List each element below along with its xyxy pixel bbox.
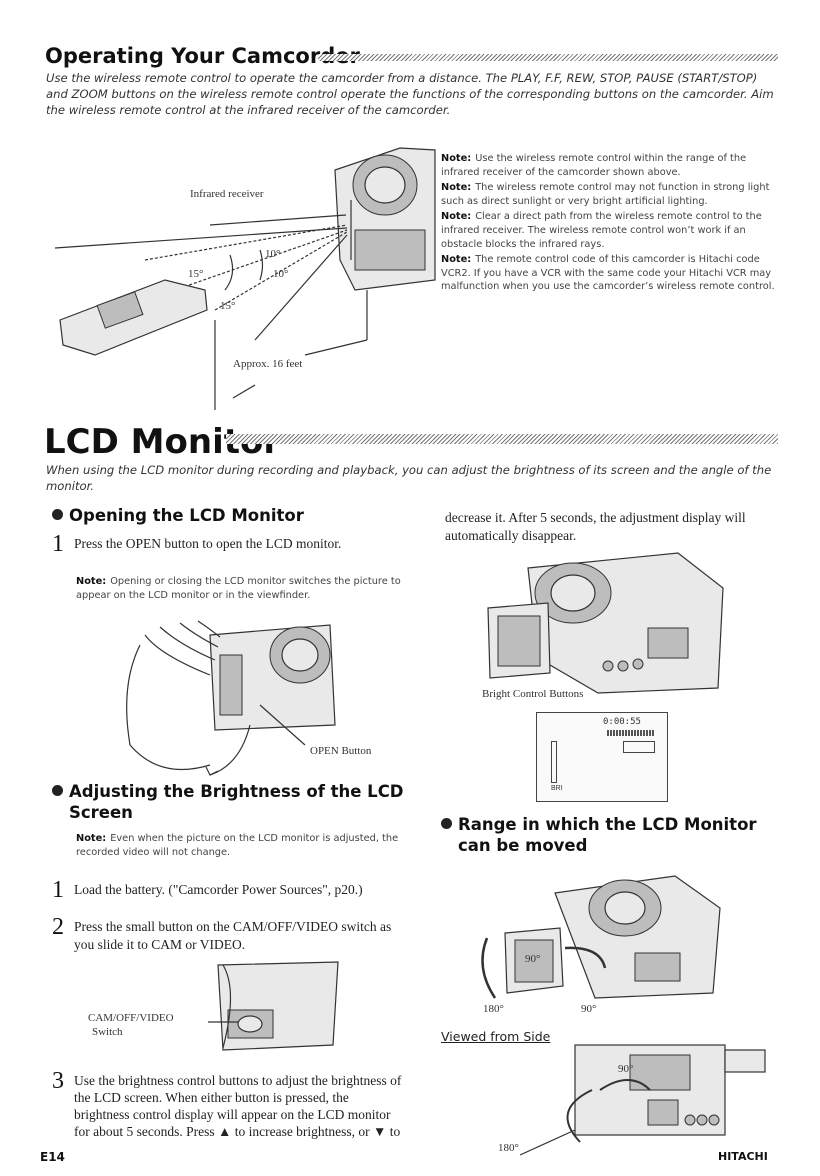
remote-control-drawing <box>59 279 208 356</box>
bright-control-label: Bright Control Buttons <box>482 688 584 700</box>
viewed-from-side-label: Viewed from Side <box>441 1029 551 1044</box>
angle-90-front: 90° <box>525 953 541 965</box>
open-button-diagram <box>126 620 336 776</box>
brightness-level-scale <box>551 741 557 783</box>
switch-label-line1: CAM/OFF/VIDEO <box>88 1012 174 1024</box>
bullet-icon <box>52 509 63 520</box>
brightness-step-2: 2 Press the small button on the CAM/OFF/… <box>52 914 392 952</box>
page-number: E14 <box>40 1150 65 1164</box>
brightness-heading: Adjusting the Brightness of the LCD Scre… <box>52 781 412 823</box>
rotation-figure: 90° 180° 90° <box>475 868 725 1018</box>
infrared-receiver-label: Infrared receiver <box>190 188 264 200</box>
section1-intro: Use the wireless remote control to opera… <box>46 71 774 117</box>
angle-10-upper: 10° <box>265 248 281 260</box>
bright-control-diagram <box>487 552 724 694</box>
bullet-icon <box>52 785 63 796</box>
note-2: Note:The wireless remote control may not… <box>441 182 770 207</box>
angle-15-lower: 15° <box>220 300 236 312</box>
angle-90-rear: 90° <box>581 1003 597 1015</box>
title-rule <box>318 54 778 61</box>
bri-label: BRI <box>551 785 563 792</box>
opening-step-1: 1 Press the OPEN button to open the LCD … <box>52 531 342 557</box>
remote-range-figure: Infrared receiver 10° 10° 15° 15° Approx… <box>54 140 436 420</box>
angle-180-side: 180° <box>498 1142 519 1154</box>
opening-note: Note:Opening or closing the LCD monitor … <box>76 576 401 601</box>
side-view-diagram <box>519 1044 766 1156</box>
switch-label-line2: Switch <box>92 1026 123 1038</box>
side-view-figure: 90° 180° <box>480 1030 780 1160</box>
bright-control-figure: Bright Control Buttons <box>478 548 738 708</box>
brightness-step-3: 3 Use the brightness control buttons to … <box>52 1068 402 1139</box>
brightness-note: Note:Even when the picture on the LCD mo… <box>76 833 399 858</box>
section2-intro: When using the LCD monitor during record… <box>46 463 772 493</box>
note-3: Note:Clear a direct path from the wirele… <box>441 211 762 250</box>
switch-figure: CAM/OFF/VIDEO Switch <box>88 960 378 1070</box>
range-heading: Range in which the LCD Monitor can be mo… <box>441 814 781 856</box>
rotation-diagram <box>481 875 721 999</box>
note-1: Note:Use the wireless remote control wit… <box>441 153 747 178</box>
remote-range-diagram <box>54 147 436 410</box>
distance-label: Approx. 16 feet <box>233 358 303 370</box>
switch-diagram <box>208 961 339 1051</box>
opening-heading: Opening the LCD Monitor <box>52 505 304 526</box>
lcd-title-rule <box>226 434 778 444</box>
brightness-bar <box>607 730 655 736</box>
open-button-figure: OPEN Button <box>100 615 390 785</box>
notes-column: Note:Use the wireless remote control wit… <box>441 152 778 296</box>
note-4: Note:The remote control code of this cam… <box>441 254 775 293</box>
section-title-operating: Operating Your Camcorder <box>45 44 360 68</box>
time-counter: 0:00:55 <box>603 717 641 727</box>
brand-name: HITACHI <box>718 1150 768 1163</box>
angle-10-lower: 10° <box>273 268 289 280</box>
bullet-icon <box>441 818 452 829</box>
open-button-label: OPEN Button <box>310 745 372 757</box>
angle-90-side: 90° <box>618 1063 634 1075</box>
camcorder-drawing <box>334 147 436 291</box>
angle-15-upper: 15° <box>188 268 204 280</box>
lcd-brightness-display: 0:00:55 BRI <box>536 712 668 802</box>
bar-frame <box>623 741 655 753</box>
brightness-continued: decrease it. After 5 seconds, the adjust… <box>445 510 746 543</box>
angle-180-front: 180° <box>483 1003 504 1015</box>
brightness-step-1: 1 Load the battery. ("Camcorder Power So… <box>52 877 363 903</box>
